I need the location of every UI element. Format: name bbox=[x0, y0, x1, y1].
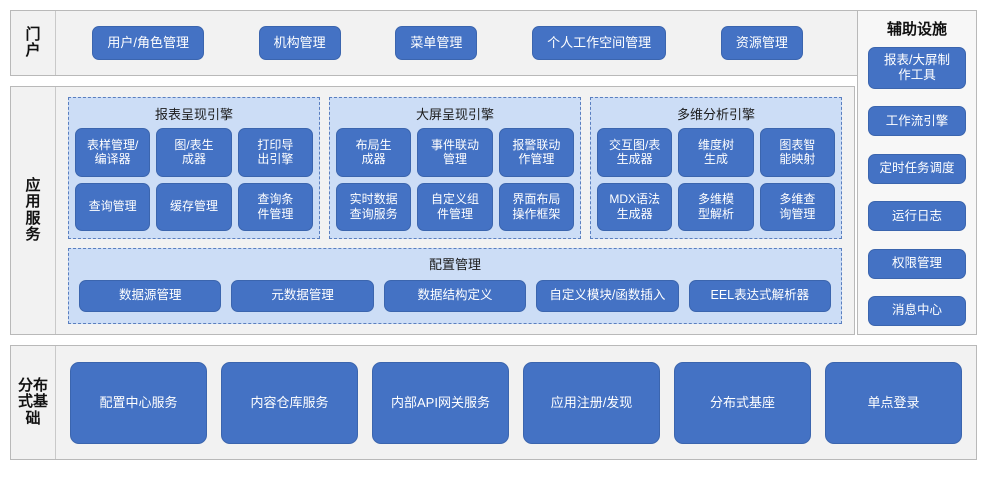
portal-button-menu[interactable]: 菜单管理 bbox=[395, 26, 478, 60]
aux-item-message-center[interactable]: 消息中心 bbox=[868, 295, 966, 326]
engine-item-template-manager[interactable]: 表样管理/ 编译器 bbox=[75, 128, 151, 177]
base-item-app-register-discovery[interactable]: 应用注册/发现 bbox=[523, 361, 660, 444]
engine-item-alarm-action-manager[interactable]: 报警联动 作管理 bbox=[498, 128, 574, 177]
portal-button-resource[interactable]: 资源管理 bbox=[720, 26, 803, 60]
portal-button-user-role[interactable]: 用户/角色管理 bbox=[92, 26, 204, 60]
engine-report-rendering-title: 报表呈现引擎 bbox=[154, 107, 233, 122]
config-management-title: 配置管理 bbox=[428, 257, 481, 272]
engine-item-chart-table-generator[interactable]: 图/表生 成器 bbox=[156, 128, 232, 177]
config-management-group: 配置管理 数据源管理 元数据管理 数据结构定义 自定义模块/函数插入 EEL表达… bbox=[68, 248, 842, 324]
engine-multidim-analysis-items: 交互图/表 生成器 维度树 生成 图表智 能映射 MDX语法 生成器 多维模 型… bbox=[597, 128, 835, 231]
application-services-label-text: 应用服务 bbox=[25, 177, 41, 243]
engine-item-cache-manager[interactable]: 缓存管理 bbox=[156, 182, 232, 231]
engine-item-chart-smart-mapping[interactable]: 图表智 能映射 bbox=[759, 128, 835, 177]
engine-group-row: 报表呈现引擎 表样管理/ 编译器 图/表生 成器 打印导 出引擎 查询管理 缓存… bbox=[68, 97, 842, 239]
engine-multidim-analysis: 多维分析引擎 交互图/表 生成器 维度树 生成 图表智 能映射 MDX语法 生成… bbox=[590, 97, 842, 239]
config-management-items: 数据源管理 元数据管理 数据结构定义 自定义模块/函数插入 EEL表达式解析器 bbox=[79, 277, 832, 315]
engine-item-realtime-data-query[interactable]: 实时数据 查询服务 bbox=[336, 182, 412, 231]
base-item-config-center-service[interactable]: 配置中心服务 bbox=[70, 361, 207, 444]
engine-bigscreen-rendering-title: 大屏呈现引擎 bbox=[415, 107, 494, 122]
engine-multidim-analysis-title: 多维分析引擎 bbox=[676, 107, 755, 122]
engine-item-multidim-query-manager[interactable]: 多维查 询管理 bbox=[759, 182, 835, 231]
distributed-base-item-list: 配置中心服务 内容仓库服务 内部API网关服务 应用注册/发现 分布式基座 单点… bbox=[56, 346, 976, 459]
base-item-distributed-foundation[interactable]: 分布式基座 bbox=[674, 361, 811, 444]
aux-title: 辅助设施 bbox=[886, 21, 947, 38]
config-item-datasource-manager[interactable]: 数据源管理 bbox=[79, 280, 222, 312]
aux-item-list: 报表/大屏制 作工具 工作流引擎 定时任务调度 运行日志 权限管理 消息中心 bbox=[858, 47, 976, 328]
base-item-internal-api-gateway-service[interactable]: 内部API网关服务 bbox=[372, 361, 509, 444]
engine-item-dimension-tree-generator[interactable]: 维度树 生成 bbox=[678, 128, 754, 177]
application-services-label: 应用服务 bbox=[11, 87, 56, 334]
aux-item-permission[interactable]: 权限管理 bbox=[868, 248, 966, 279]
engine-item-layout-generator[interactable]: 布局生 成器 bbox=[336, 128, 412, 177]
engine-item-custom-component-manager[interactable]: 自定义组 件管理 bbox=[417, 182, 493, 231]
portal-label: 门户 bbox=[11, 11, 56, 75]
portal-button-list: 用户/角色管理 机构管理 菜单管理 个人工作空间管理 资源管理 自助分析 bbox=[56, 26, 976, 60]
engine-item-mdx-syntax-generator[interactable]: MDX语法 生成器 bbox=[597, 182, 673, 231]
portal-row: 门户 用户/角色管理 机构管理 菜单管理 个人工作空间管理 资源管理 自助分析 bbox=[10, 10, 977, 76]
portal-button-workspace[interactable]: 个人工作空间管理 bbox=[532, 26, 667, 60]
engine-item-query-manager[interactable]: 查询管理 bbox=[75, 182, 151, 231]
config-item-eel-expression-parser[interactable]: EEL表达式解析器 bbox=[688, 280, 832, 312]
application-services-panel: 应用服务 报表呈现引擎 表样管理/ 编译器 图/表生 成器 打印导 出引擎 查询… bbox=[10, 86, 855, 335]
aux-item-runtime-log[interactable]: 运行日志 bbox=[868, 201, 966, 232]
aux-item-scheduled-task[interactable]: 定时任务调度 bbox=[868, 153, 966, 184]
aux-item-workflow-engine[interactable]: 工作流引擎 bbox=[868, 106, 966, 137]
engine-item-print-export-engine[interactable]: 打印导 出引擎 bbox=[237, 128, 313, 177]
aux-item-report-bigscreen-tool[interactable]: 报表/大屏制 作工具 bbox=[868, 47, 966, 89]
config-item-custom-module-function[interactable]: 自定义模块/函数插入 bbox=[536, 280, 679, 312]
engine-report-rendering-items: 表样管理/ 编译器 图/表生 成器 打印导 出引擎 查询管理 缓存管理 查询条 … bbox=[75, 128, 313, 231]
engine-item-event-linkage-manager[interactable]: 事件联动 管理 bbox=[417, 128, 493, 177]
application-services-body: 报表呈现引擎 表样管理/ 编译器 图/表生 成器 打印导 出引擎 查询管理 缓存… bbox=[56, 87, 854, 334]
engine-item-multidim-model-parser[interactable]: 多维模 型解析 bbox=[678, 182, 754, 231]
distributed-base-panel: 分布式基础 配置中心服务 内容仓库服务 内部API网关服务 应用注册/发现 分布… bbox=[10, 345, 977, 460]
config-item-data-structure-definition[interactable]: 数据结构定义 bbox=[383, 280, 527, 312]
portal-label-text: 门户 bbox=[25, 25, 41, 59]
engine-report-rendering: 报表呈现引擎 表样管理/ 编译器 图/表生 成器 打印导 出引擎 查询管理 缓存… bbox=[68, 97, 320, 239]
engine-item-interactive-chart-generator[interactable]: 交互图/表 生成器 bbox=[597, 128, 673, 177]
engine-item-query-condition-manager[interactable]: 查询条 件管理 bbox=[237, 182, 313, 231]
distributed-base-label: 分布式基础 bbox=[11, 346, 56, 459]
base-item-content-repository-service[interactable]: 内容仓库服务 bbox=[221, 361, 358, 444]
portal-button-org[interactable]: 机构管理 bbox=[258, 26, 341, 60]
engine-item-ui-layout-framework[interactable]: 界面布局 操作框架 bbox=[498, 182, 574, 231]
portal-panel: 门户 用户/角色管理 机构管理 菜单管理 个人工作空间管理 资源管理 自助分析 bbox=[10, 10, 977, 76]
aux-facilities-panel: 辅助设施 报表/大屏制 作工具 工作流引擎 定时任务调度 运行日志 权限管理 消… bbox=[857, 10, 977, 335]
config-item-metadata-manager[interactable]: 元数据管理 bbox=[231, 280, 374, 312]
distributed-base-label-text: 分布式基础 bbox=[17, 377, 48, 427]
engine-bigscreen-rendering-items: 布局生 成器 事件联动 管理 报警联动 作管理 实时数据 查询服务 自定义组 件… bbox=[336, 128, 574, 231]
base-item-single-sign-on[interactable]: 单点登录 bbox=[825, 361, 962, 444]
engine-bigscreen-rendering: 大屏呈现引擎 布局生 成器 事件联动 管理 报警联动 作管理 实时数据 查询服务… bbox=[329, 97, 581, 239]
